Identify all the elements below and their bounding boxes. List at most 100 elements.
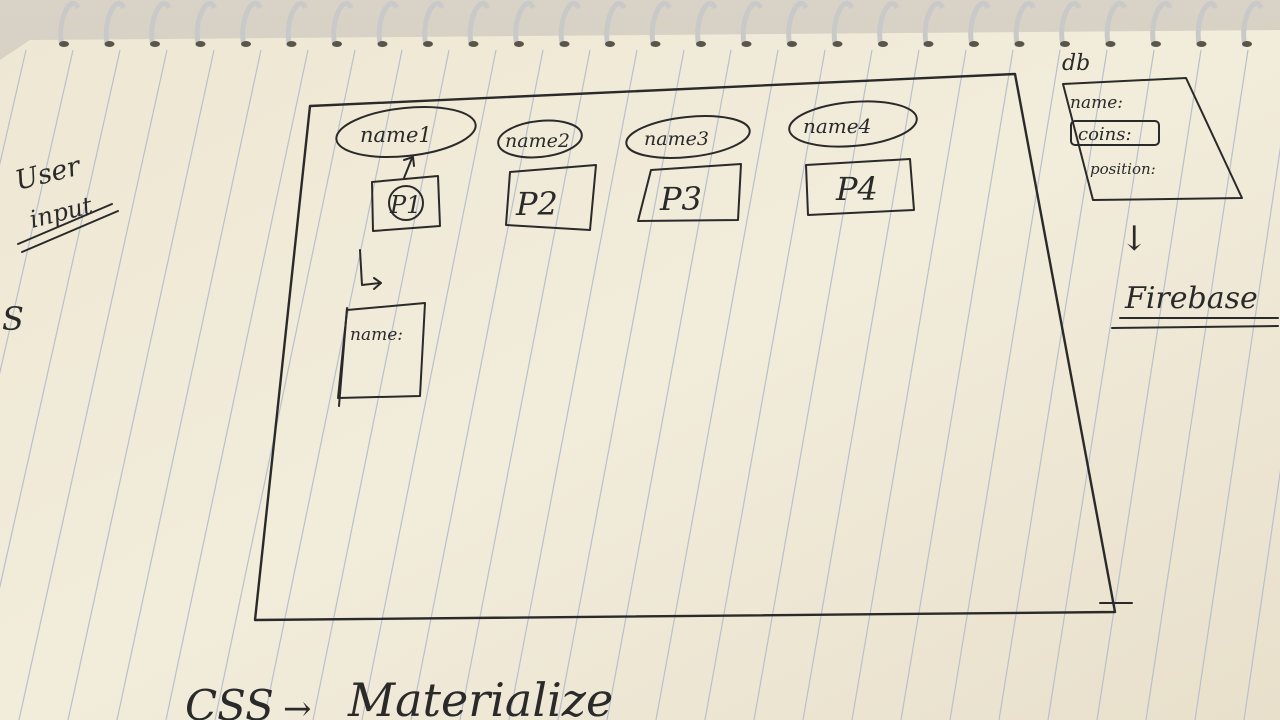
rule-line (851, 49, 967, 720)
player-name-ovals: name1 name2 name3 name4 (335, 100, 918, 159)
p2-box (505, 164, 597, 231)
rule-line (116, 49, 262, 720)
rule-line (459, 49, 591, 720)
rule-line (0, 49, 74, 375)
spiral-hole (878, 41, 888, 47)
popup-label: name: (350, 325, 403, 345)
spiral-ring (422, 0, 445, 47)
rule-line (214, 49, 356, 720)
spiral-hole (1060, 41, 1070, 47)
spiral-ring (285, 0, 308, 47)
spiral-hole (696, 41, 706, 47)
rule-line (67, 49, 215, 720)
spiral-hole (969, 41, 979, 47)
rule-line (361, 49, 497, 720)
main-frame (253, 72, 1117, 622)
p1-circle (388, 185, 424, 221)
db-field-name: name: (1070, 93, 1123, 113)
spiral-hole (241, 41, 251, 47)
spiral-ring (467, 0, 490, 47)
name3-oval (625, 115, 751, 159)
name1-oval (335, 106, 477, 158)
p3-label: P3 (659, 180, 702, 218)
coins-highlight (1070, 120, 1160, 146)
rule-line (165, 49, 309, 720)
rule-line (704, 49, 826, 720)
spiral-ring (1150, 0, 1173, 47)
spiral-ring (149, 0, 172, 47)
name3-label: name3 (644, 128, 709, 150)
spiral-ring (786, 0, 809, 47)
db-field-position: position: (1090, 160, 1156, 178)
p1-label: P1 (389, 191, 421, 219)
rule-line (1145, 49, 1249, 720)
spiral-hole (150, 41, 160, 47)
name4-oval (788, 100, 918, 148)
popup-arrow (359, 249, 382, 290)
db-box (1062, 77, 1243, 201)
spiral-ring (831, 0, 854, 47)
spiral-hole (377, 41, 388, 47)
rule-line (1243, 469, 1280, 720)
rule-line (557, 49, 685, 720)
spiral-ring (1013, 0, 1036, 47)
name4-label: name4 (803, 114, 871, 138)
spiral-ring (649, 0, 672, 47)
name1-arrow (403, 156, 415, 179)
spiral-hole (195, 41, 206, 47)
css-arrow: → (283, 689, 312, 720)
spiral-hole (332, 41, 342, 47)
spiral-ring (604, 0, 627, 47)
spiral-ring (103, 0, 126, 47)
p3-box (637, 163, 742, 222)
popup-box (337, 302, 426, 399)
db-field-coins: coins: (1078, 124, 1132, 145)
spiral-hole (1151, 41, 1161, 47)
spiral-hole (1196, 41, 1207, 47)
rule-line (18, 49, 168, 720)
stray-letter: S (2, 300, 24, 338)
db-title: db (1062, 51, 1090, 76)
spiral-hole (559, 41, 570, 47)
spiral-binding (58, 0, 1264, 47)
spiral-ring (922, 0, 945, 47)
spiral-ring (877, 0, 900, 47)
rule-line (0, 49, 121, 589)
firebase-label: Firebase (1124, 281, 1258, 316)
spiral-ring (240, 0, 263, 47)
spiral-ring (740, 0, 763, 47)
spiral-hole (59, 41, 69, 47)
spiral-ring (1059, 0, 1082, 47)
rule-line (900, 49, 1014, 720)
name-popup: name: (337, 302, 426, 407)
spiral-hole (514, 41, 524, 47)
bottom-note: CSS → Materialize (185, 673, 613, 720)
spiral-hole (741, 41, 752, 47)
spiral-ring (695, 0, 718, 47)
spiral-hole (923, 41, 934, 47)
spiral-hole (468, 41, 479, 47)
rule-line (1047, 49, 1155, 720)
spiral-ring (558, 0, 581, 47)
spiral-ring (58, 0, 81, 47)
underline-1 (17, 203, 113, 245)
spiral-ring (1241, 0, 1264, 47)
ruled-lines (0, 49, 1280, 720)
p4-box (805, 158, 915, 216)
name2-oval (497, 119, 583, 159)
rule-line (655, 49, 779, 720)
spiral-hole (286, 41, 297, 47)
spiral-ring (513, 0, 536, 47)
spiral-hole (832, 41, 843, 47)
spiral-ring (1104, 0, 1127, 47)
spiral-hole (787, 41, 797, 47)
rule-line (0, 49, 27, 166)
spiral-hole (605, 41, 615, 47)
rule-line (508, 49, 638, 720)
spiral-hole (104, 41, 115, 47)
paper-sheet (0, 30, 1280, 720)
p2-label: P2 (515, 185, 558, 223)
spiral-ring (331, 0, 354, 47)
firebase-underline-2 (1111, 325, 1279, 329)
